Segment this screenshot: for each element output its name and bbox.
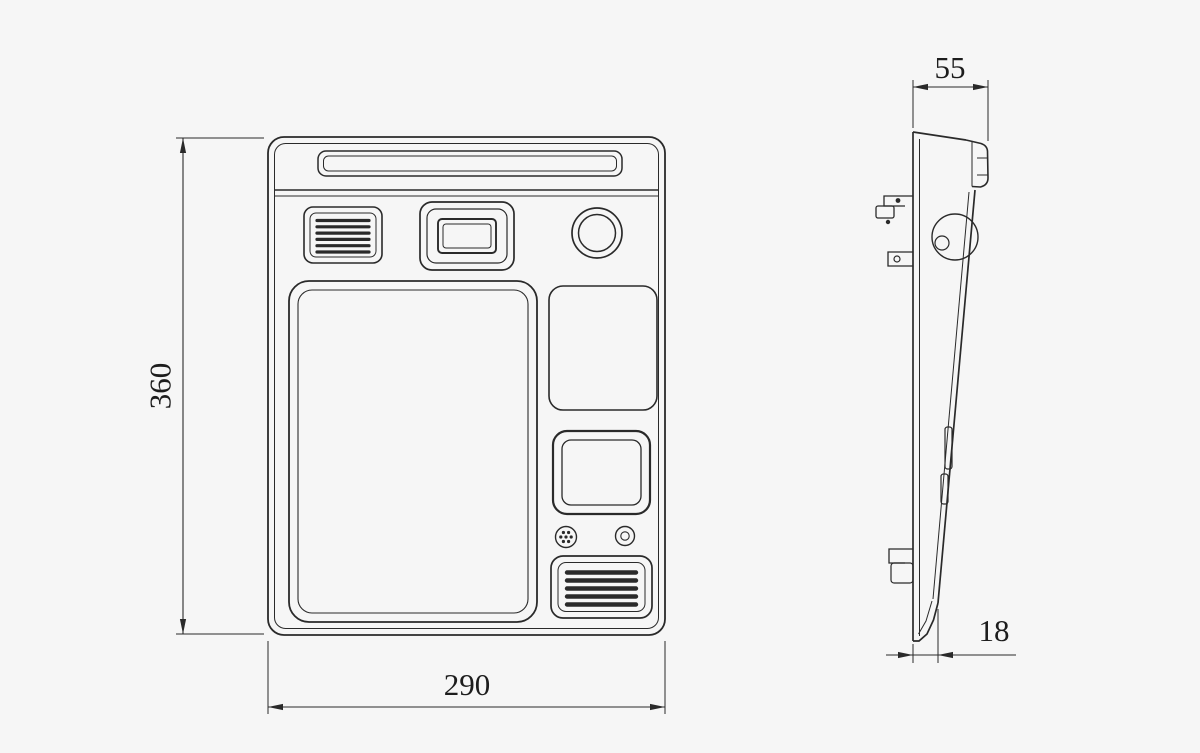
card-panel [548, 285, 658, 411]
top-cap-slot [317, 150, 623, 177]
front-view [267, 136, 666, 636]
speaker-grille-bottom [550, 555, 653, 619]
mount-bracket-bottom [888, 548, 914, 584]
side-view [875, 131, 989, 642]
speaker-grille-top [303, 206, 383, 264]
camera-module [419, 201, 515, 271]
dimension-depth-bottom: 18 [886, 609, 1016, 663]
side-sensor-circle [931, 213, 979, 261]
side-back-plate [912, 132, 920, 641]
dimension-depth-top-label: 55 [935, 50, 966, 85]
side-foot [913, 600, 939, 642]
dimension-height-label: 360 [143, 363, 178, 410]
sensor-circle [571, 207, 623, 259]
mic-hole [554, 525, 578, 549]
dimension-height: 360 [143, 137, 264, 635]
side-front-edge [932, 189, 976, 604]
screen-panel [288, 280, 538, 623]
dimension-width: 290 [267, 641, 666, 714]
keypad-button [551, 429, 652, 516]
front-body-outline [267, 136, 666, 636]
dimension-depth-bottom-label: 18 [979, 613, 1010, 648]
mount-bracket-top [875, 195, 913, 267]
side-buttons [940, 426, 953, 505]
front-body-inner-line [274, 143, 659, 629]
indicator-circle [614, 525, 636, 547]
dimension-width-label: 290 [444, 667, 491, 702]
dimension-depth-top: 55 [912, 50, 989, 141]
side-top-hook [912, 131, 989, 188]
